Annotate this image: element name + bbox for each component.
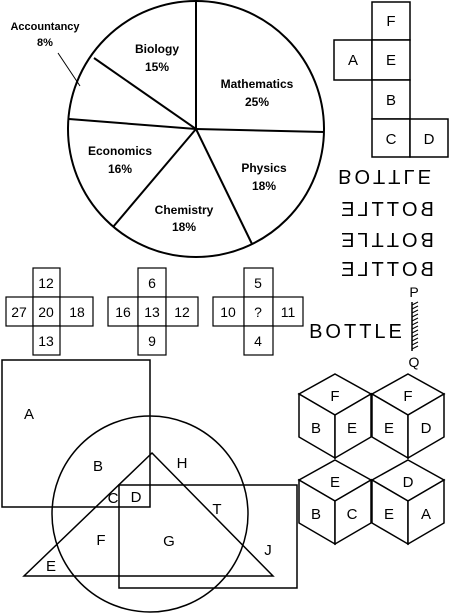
pie-label-mathematics: Mathematics (221, 77, 294, 91)
venn-label-a: A (24, 406, 34, 423)
pie-label-economics: Economics (88, 144, 152, 158)
cross-cell: 20 (38, 304, 54, 320)
venn-labels: A B H C D T F G J E (24, 406, 272, 575)
cross-cell: 5 (254, 275, 262, 291)
net-letter: B (386, 92, 396, 109)
venn-label-t: T (212, 501, 221, 518)
cross-cell: 27 (11, 304, 27, 320)
venn-label-d: D (131, 489, 142, 506)
venn-figure (1, 359, 298, 613)
cross-cell: 6 (148, 275, 156, 291)
mirror-label-q: Q (409, 354, 420, 370)
cross-cell: 16 (115, 304, 131, 320)
cube-1: F B E (297, 373, 373, 460)
bottle-option-a: BOTTLE (338, 165, 434, 187)
bottle-option-b: BOTTLE (338, 199, 434, 221)
bottle-options: BOTTLE BOTTLE BOTTLE BOTTLE (338, 165, 434, 281)
cube-face-top: F (330, 388, 339, 405)
pie-label-biology: Biology (135, 42, 179, 56)
pie-label-accountancy: Accountancy (10, 21, 80, 33)
pie-divider (195, 128, 253, 245)
pie-label-physics: Physics (241, 161, 287, 175)
venn-label-g: G (163, 533, 175, 550)
cross-cell: 12 (174, 304, 190, 320)
net-letter: D (424, 131, 435, 148)
bottle-word: BOTTLE (309, 321, 405, 343)
cross-cell-unknown: ? (254, 304, 262, 320)
accountancy-leader-line (57, 52, 81, 87)
venn-square (1, 359, 151, 508)
cube-face-right: D (421, 420, 432, 437)
number-cross-2: 6 16 13 12 9 (107, 267, 199, 356)
pie-divider (195, 128, 325, 133)
cross-cell: 12 (38, 275, 54, 291)
venn-label-h: H (177, 455, 188, 472)
cross-cell: 13 (144, 304, 160, 320)
venn-rectangle (118, 484, 298, 589)
venn-triangle (22, 451, 275, 577)
cube-net (333, 1, 449, 158)
cross-cell: 10 (220, 304, 236, 320)
cube-3: E B C (297, 459, 373, 546)
number-cross-3: 5 10 ? 11 4 (212, 267, 304, 356)
net-letter: F (386, 13, 395, 30)
mirror-hatching (411, 301, 419, 350)
pie-label-chemistry: Chemistry (155, 203, 214, 217)
net-cell (371, 118, 411, 158)
cross-cell: 18 (69, 304, 85, 320)
pie-value-physics: 18% (252, 179, 276, 193)
venn-label-f: F (96, 532, 105, 549)
number-cross-1: 12 27 20 18 13 (5, 267, 94, 356)
pie-value-mathematics: 25% (245, 95, 269, 109)
venn-circle (51, 415, 249, 613)
cross-cell: 4 (254, 333, 262, 349)
cube-face-top: F (403, 388, 412, 405)
bottle-option-c: BOTTLE (338, 228, 434, 250)
cube-face-left: E (384, 420, 394, 437)
cube-4: D E A (370, 459, 446, 546)
venn-label-j: J (264, 542, 272, 559)
pie-value-economics: 16% (108, 162, 132, 176)
net-letter: C (386, 131, 397, 148)
cube-face-right: C (347, 506, 358, 523)
cube-net-letters: F A E B C D (348, 13, 435, 148)
cross-cell: 13 (38, 333, 54, 349)
pie-value-chemistry: 18% (172, 220, 196, 234)
venn-label-b: B (93, 458, 103, 475)
pie-value-biology: 15% (145, 60, 169, 74)
cube-face-left: B (311, 420, 321, 437)
cube-2: F E D (370, 373, 446, 460)
mirror-label-p: P (409, 284, 418, 300)
cube-face-top: E (330, 474, 340, 491)
venn-label-e: E (46, 558, 56, 575)
net-cell (371, 1, 411, 41)
net-cell (409, 118, 449, 158)
cross-cell: 11 (281, 304, 296, 320)
net-letter: E (386, 52, 396, 69)
cube-face-left: E (384, 506, 394, 523)
pie-divider (112, 128, 197, 228)
net-cell (333, 39, 373, 81)
bottle-option-d: BOTTLE (338, 259, 434, 281)
pie-value-accountancy: 8% (37, 37, 53, 49)
cube-face-right: A (421, 506, 431, 523)
cube-face-top: D (403, 474, 414, 491)
cube-face-left: B (311, 506, 321, 523)
net-letter: A (348, 52, 358, 69)
venn-label-c: C (108, 490, 119, 507)
pie-divider (93, 57, 197, 130)
cross-cell: 9 (148, 333, 156, 349)
pie-chart: Mathematics 25% Physics 18% Chemistry 18… (10, 0, 325, 258)
pie-divider (68, 118, 197, 130)
cube-face-right: E (347, 420, 357, 437)
